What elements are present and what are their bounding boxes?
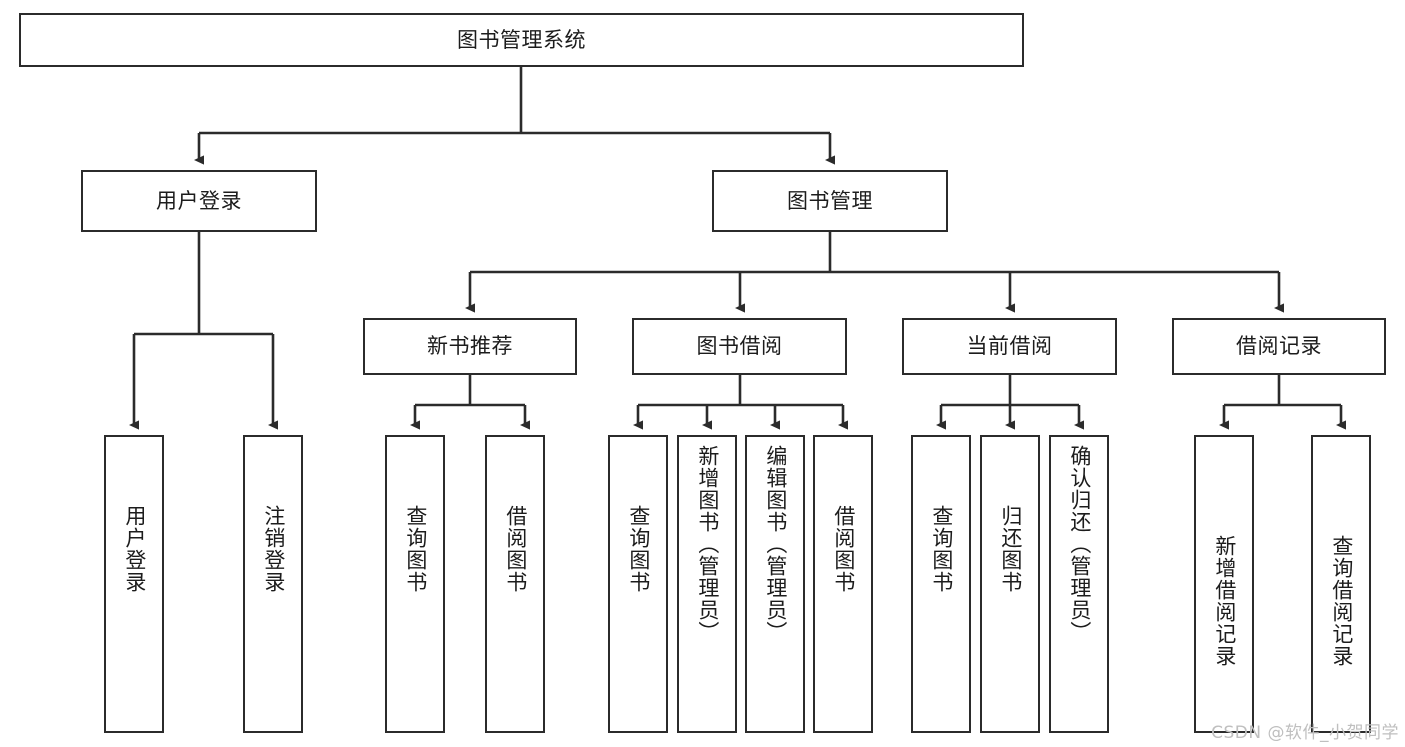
node-leaf-borrow-book-1-label: 借阅图书 — [503, 505, 528, 593]
node-user-login-label: 用户登录 — [156, 188, 242, 213]
node-borrow-record-label: 借阅记录 — [1236, 334, 1322, 359]
node-user-login[interactable]: 用户登录 — [81, 170, 317, 232]
node-book-manage[interactable]: 图书管理 — [712, 170, 948, 232]
node-root[interactable]: 图书管理系统 — [19, 13, 1024, 67]
node-leaf-edit-book[interactable]: 编辑图书（管理员） — [745, 435, 805, 733]
node-leaf-add-record-label: 新增借阅记录 — [1212, 535, 1237, 667]
node-new-book-rec-label: 新书推荐 — [427, 334, 513, 359]
node-book-borrow-label: 图书借阅 — [696, 334, 783, 359]
node-leaf-query-book-3[interactable]: 查询图书 — [911, 435, 971, 733]
node-leaf-query-record-label: 查询借阅记录 — [1329, 535, 1354, 667]
node-leaf-borrow-book-1[interactable]: 借阅图书 — [485, 435, 545, 733]
node-leaf-edit-book-label: 编辑图书（管理员） — [763, 445, 788, 643]
node-leaf-logout-label: 注销登录 — [261, 505, 286, 593]
node-book-borrow[interactable]: 图书借阅 — [632, 318, 847, 375]
node-leaf-query-record[interactable]: 查询借阅记录 — [1311, 435, 1371, 733]
node-leaf-return-book-label: 归还图书 — [998, 505, 1023, 593]
node-current-borrow-label: 当前借阅 — [966, 334, 1053, 359]
node-leaf-user-login-label: 用户登录 — [122, 505, 147, 593]
node-leaf-add-book[interactable]: 新增图书（管理员） — [677, 435, 737, 733]
node-root-label: 图书管理系统 — [457, 27, 586, 52]
node-borrow-record[interactable]: 借阅记录 — [1172, 318, 1386, 375]
node-leaf-add-book-label: 新增图书（管理员） — [695, 445, 720, 643]
node-leaf-query-book-2-label: 查询图书 — [626, 505, 651, 593]
csdn-watermark: CSDN @软件_小贺同学 — [1211, 723, 1399, 743]
node-leaf-return-book[interactable]: 归还图书 — [980, 435, 1040, 733]
node-leaf-logout[interactable]: 注销登录 — [243, 435, 303, 733]
node-leaf-query-book-3-label: 查询图书 — [929, 505, 954, 593]
node-leaf-confirm-return-label: 确认归还（管理员） — [1067, 445, 1092, 643]
node-new-book-rec[interactable]: 新书推荐 — [363, 318, 577, 375]
node-leaf-borrow-book-2-label: 借阅图书 — [831, 505, 856, 593]
node-leaf-borrow-book-2[interactable]: 借阅图书 — [813, 435, 873, 733]
node-leaf-user-login[interactable]: 用户登录 — [104, 435, 164, 733]
node-leaf-query-book-1-label: 查询图书 — [403, 505, 428, 593]
node-current-borrow[interactable]: 当前借阅 — [902, 318, 1117, 375]
node-leaf-query-book-1[interactable]: 查询图书 — [385, 435, 445, 733]
node-leaf-add-record[interactable]: 新增借阅记录 — [1194, 435, 1254, 733]
node-leaf-confirm-return[interactable]: 确认归还（管理员） — [1049, 435, 1109, 733]
node-leaf-query-book-2[interactable]: 查询图书 — [608, 435, 668, 733]
node-book-manage-label: 图书管理 — [787, 188, 873, 213]
